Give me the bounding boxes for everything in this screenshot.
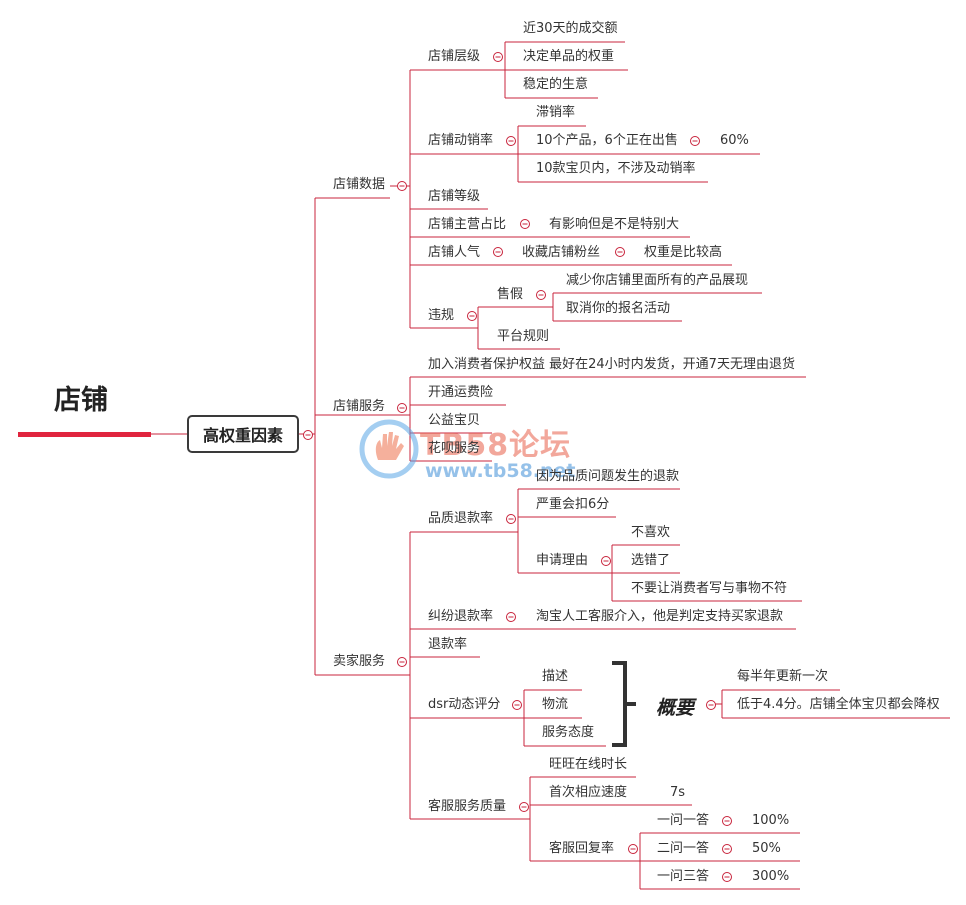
node-reply-q[interactable]: 一问三答: [657, 869, 710, 884]
node-level-child[interactable]: 近30天的成交额: [523, 21, 618, 36]
node-quality-child[interactable]: 因为品质问题发生的退款: [536, 469, 680, 484]
watermark-text: TB58论坛: [420, 428, 572, 463]
node-service-item[interactable]: 开通运费险: [428, 385, 494, 400]
node-quality-refund[interactable]: 品质退款率: [428, 511, 494, 526]
node-fake[interactable]: 售假: [497, 287, 524, 302]
watermark-url: www.tb58.net: [425, 460, 576, 482]
node-fake-effect[interactable]: 减少你店铺里面所有的产品展现: [566, 273, 749, 288]
node-reason-item[interactable]: 选错了: [631, 553, 671, 568]
root-title[interactable]: 店铺: [54, 385, 108, 416]
node-store-level[interactable]: 店铺层级: [428, 49, 481, 64]
node-popularity[interactable]: 店铺人气: [428, 245, 481, 260]
node-main-category[interactable]: 店铺主营占比: [428, 217, 507, 232]
node-dsr-item[interactable]: 服务态度: [542, 725, 595, 740]
summary-label[interactable]: 概要: [656, 697, 695, 719]
node-quality-child[interactable]: 严重会扣6分: [536, 497, 610, 512]
node-service-item[interactable]: 加入消费者保护权益 最好在24小时内发货，开通7天无理由退货: [428, 357, 795, 372]
branch-store-service[interactable]: 店铺服务: [333, 399, 386, 414]
node-reply-q[interactable]: 二问一答: [657, 841, 710, 856]
node-reply-rate[interactable]: 客服回复率: [549, 841, 615, 856]
node-dispute-child[interactable]: 淘宝人工客服介入，他是判定支持买家退款: [536, 609, 784, 624]
node-store-grade[interactable]: 店铺等级: [428, 189, 481, 204]
node-reply-v[interactable]: 100%: [752, 813, 790, 828]
node-reply-v[interactable]: 300%: [752, 869, 790, 884]
main-topic-node[interactable]: 高权重因素: [187, 415, 299, 453]
node-refund-rate[interactable]: 退款率: [428, 637, 468, 652]
root-underline: [18, 432, 151, 437]
branch-store-data[interactable]: 店铺数据: [333, 177, 386, 192]
node-level-child[interactable]: 稳定的生意: [523, 77, 589, 92]
node-reply-q[interactable]: 一问一答: [657, 813, 710, 828]
node-dsr-item[interactable]: 物流: [542, 697, 569, 712]
node-online-time[interactable]: 旺旺在线时长: [549, 757, 628, 772]
node-apply-reason[interactable]: 申请理由: [536, 553, 589, 568]
node-first-response[interactable]: 首次相应速度: [549, 785, 628, 800]
node-reply-v[interactable]: 50%: [752, 841, 781, 856]
node-service-item[interactable]: 花呗服务: [428, 441, 481, 456]
node-popularity-grandchild[interactable]: 权重是比较高: [644, 245, 723, 260]
node-sell-example[interactable]: 10个产品，6个正在出售: [536, 133, 678, 148]
node-reason-item[interactable]: 不要让消费者写与事物不符: [631, 581, 788, 596]
node-cs-quality[interactable]: 客服服务质量: [428, 799, 507, 814]
node-platform-rules[interactable]: 平台规则: [497, 329, 550, 344]
branch-seller-service[interactable]: 卖家服务: [333, 654, 386, 669]
node-dsr-item[interactable]: 描述: [542, 669, 569, 684]
node-dsr[interactable]: dsr动态评分: [428, 697, 501, 712]
node-summary-point[interactable]: 每半年更新一次: [737, 669, 829, 684]
node-dispute-refund[interactable]: 纠纷退款率: [428, 609, 494, 624]
node-main-category-child[interactable]: 有影响但是不是特别大: [549, 217, 680, 232]
node-summary-point[interactable]: 低于4.4分。店铺全体宝贝都会降权: [737, 697, 940, 712]
watermark-logo-icon: [359, 419, 419, 479]
node-unsold-rate[interactable]: 滞销率: [536, 105, 576, 120]
summary-bracket: [612, 661, 636, 747]
node-sell-through[interactable]: 店铺动销率: [428, 133, 494, 148]
node-sell-example-value[interactable]: 60%: [720, 133, 749, 148]
node-violation[interactable]: 违规: [428, 308, 455, 323]
node-popularity-child[interactable]: 收藏店铺粉丝: [522, 245, 601, 260]
node-service-item[interactable]: 公益宝贝: [428, 413, 481, 428]
node-fake-effect[interactable]: 取消你的报名活动: [566, 301, 671, 316]
node-reason-item[interactable]: 不喜欢: [631, 525, 671, 540]
node-first-response-value[interactable]: 7s: [670, 785, 686, 800]
node-sell-note[interactable]: 10款宝贝内，不涉及动销率: [536, 161, 696, 176]
node-level-child[interactable]: 决定单品的权重: [523, 49, 615, 64]
